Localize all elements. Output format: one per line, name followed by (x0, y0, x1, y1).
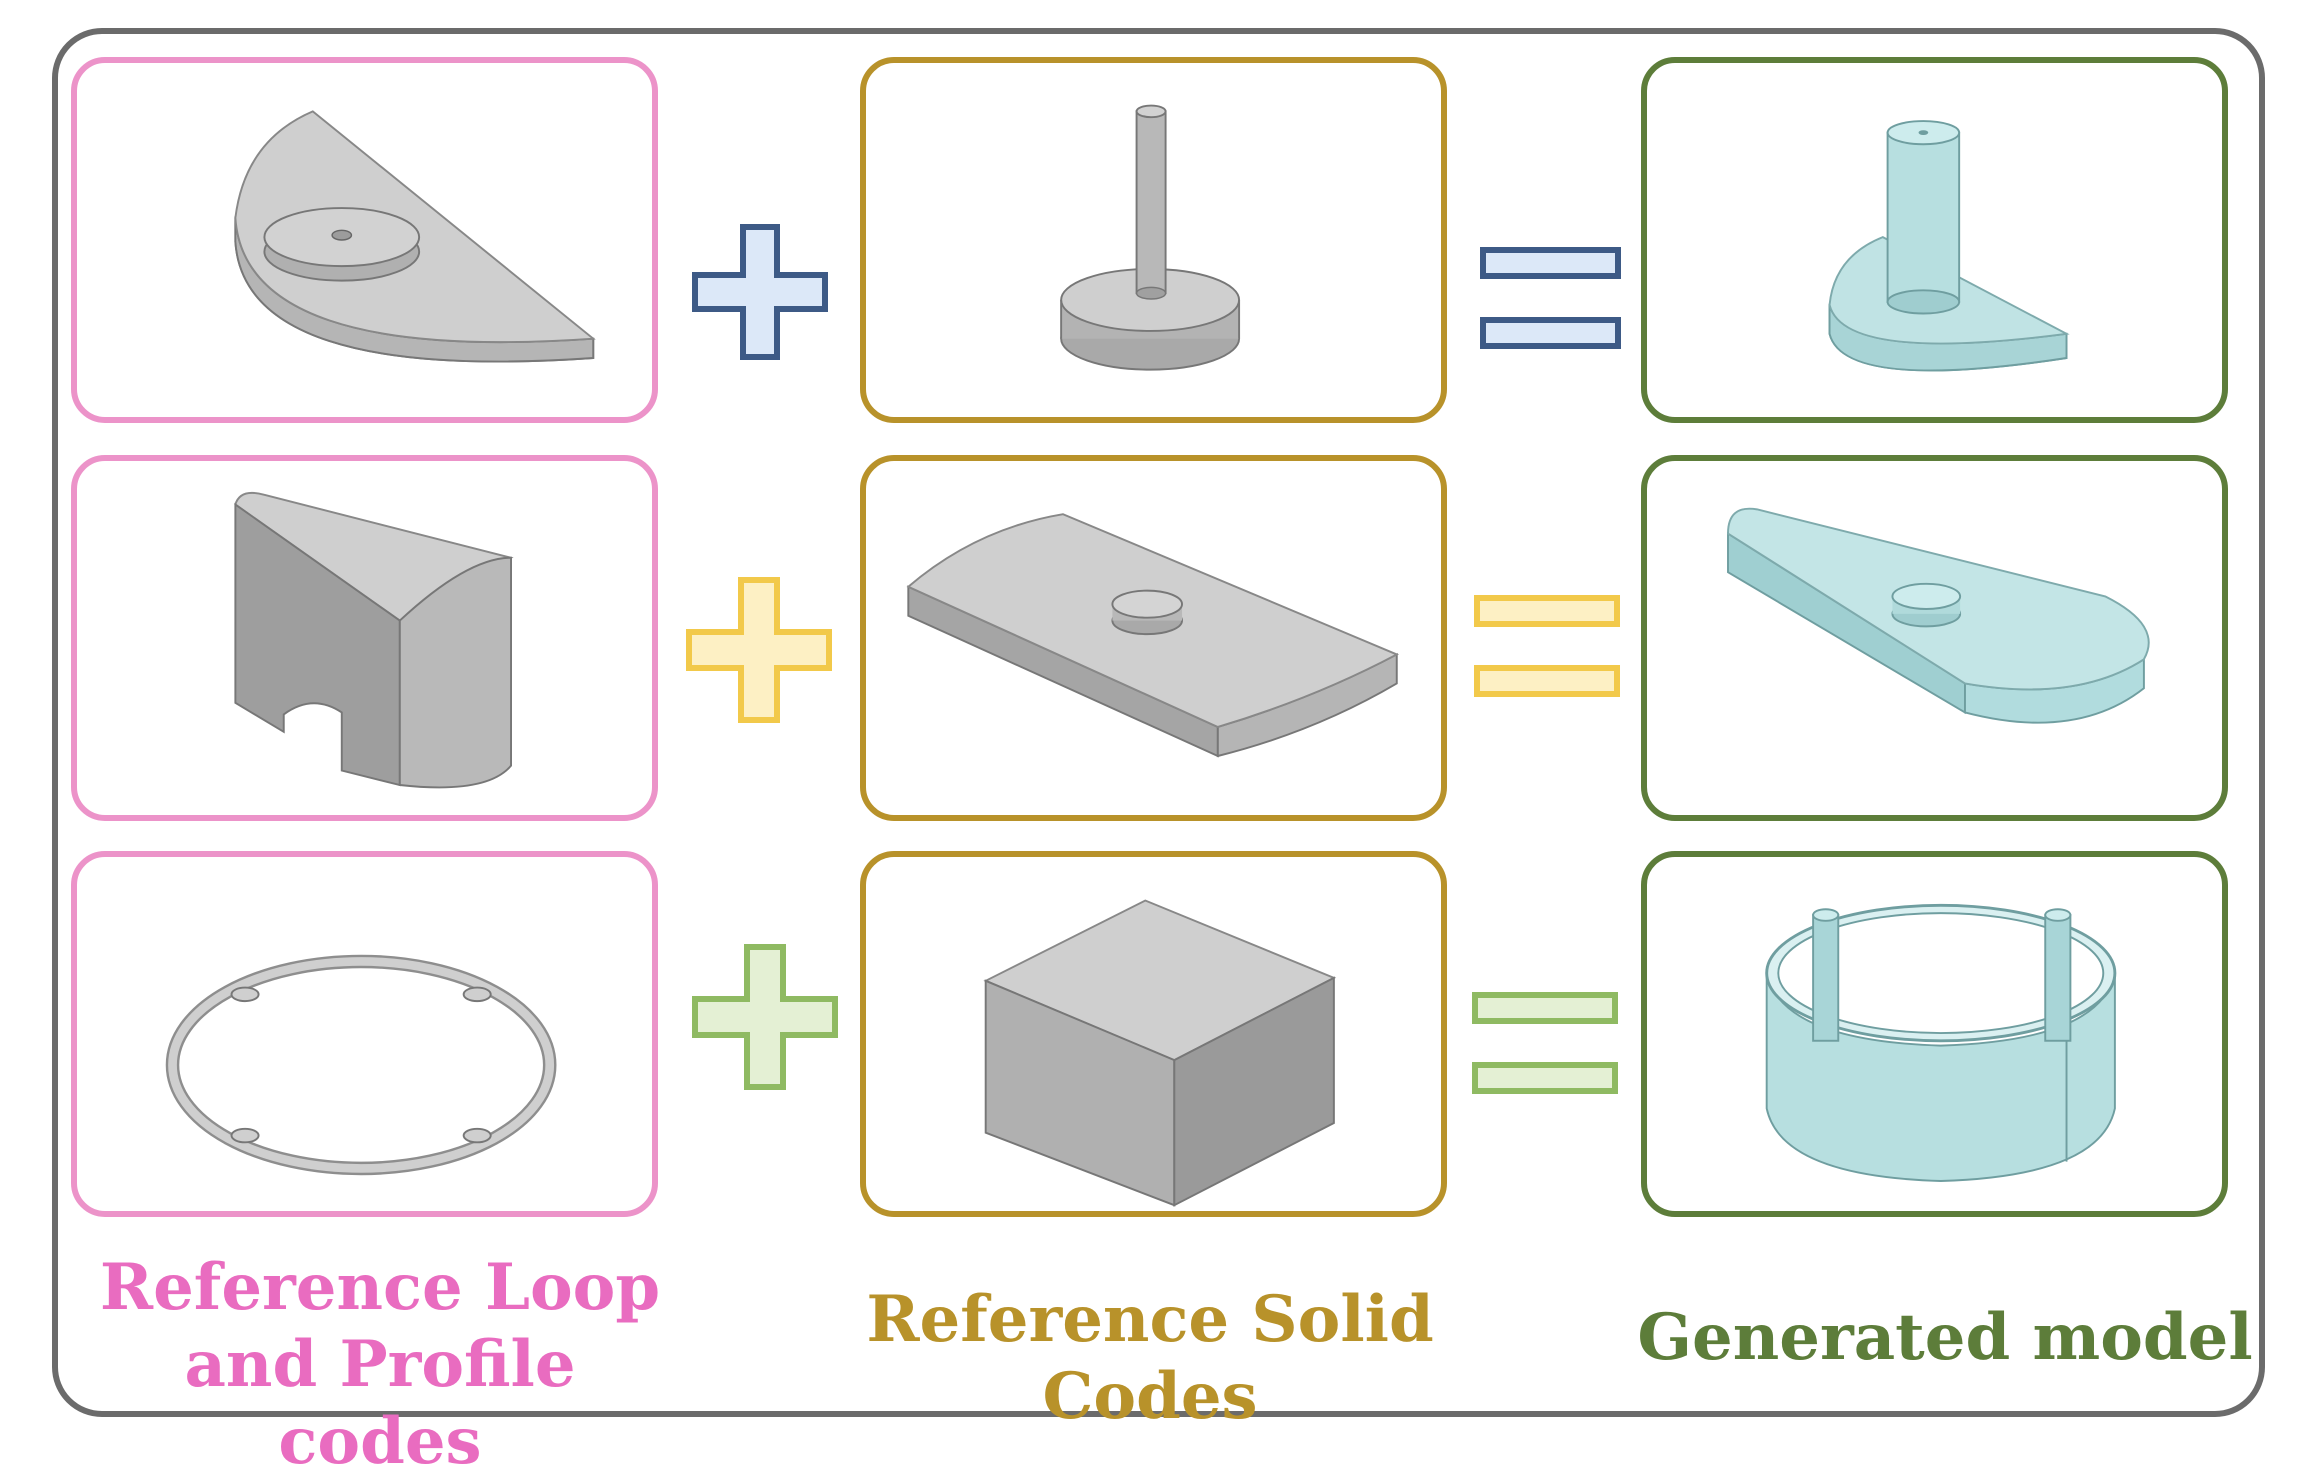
generated-panel-row3 (1641, 851, 2228, 1217)
solid-panel-row2 (860, 455, 1447, 821)
generated-panel-row2 (1641, 455, 2228, 821)
caption-generated: Generated model (1637, 1300, 2253, 1375)
caption-loop-profile-line2: and Profile codes (184, 1326, 576, 1479)
quarter-disc-with-post-model (1828, 120, 2070, 372)
equals-icon-row3 (1470, 990, 1620, 1104)
loop-profile-panel-row2 (71, 455, 658, 821)
cylindrical-ring-with-posts-model (1765, 903, 2117, 1182)
plus-icon-row3 (690, 942, 840, 1096)
loop-profile-panel-row1 (71, 57, 658, 423)
bracket-with-notch-model (234, 491, 514, 789)
curved-plate-with-boss-model (906, 513, 1400, 758)
solid-panel-row3 (860, 851, 1447, 1217)
caption-loop-profile: Reference Loop and Profile codes (80, 1250, 680, 1480)
caption-solid: Reference Solid Codes (866, 1282, 1434, 1434)
solid-panel-row1 (860, 57, 1447, 423)
equals-icon-row1 (1478, 245, 1623, 359)
lever-arm-with-boss-model (1727, 507, 2150, 724)
thin-ring-with-tabs-model (165, 954, 557, 1176)
loop-profile-panel-row3 (71, 851, 658, 1217)
plus-icon-row2 (684, 575, 834, 729)
plus-icon-row1 (690, 222, 830, 366)
cube-model (983, 899, 1337, 1207)
figure-frame (52, 28, 2265, 1417)
equals-icon-row2 (1472, 593, 1622, 707)
disc-with-post-model (1060, 104, 1241, 371)
generated-panel-row1 (1641, 57, 2228, 423)
half-disc-with-boss-model (234, 110, 596, 363)
caption-loop-profile-line1: Reference Loop (99, 1250, 661, 1325)
